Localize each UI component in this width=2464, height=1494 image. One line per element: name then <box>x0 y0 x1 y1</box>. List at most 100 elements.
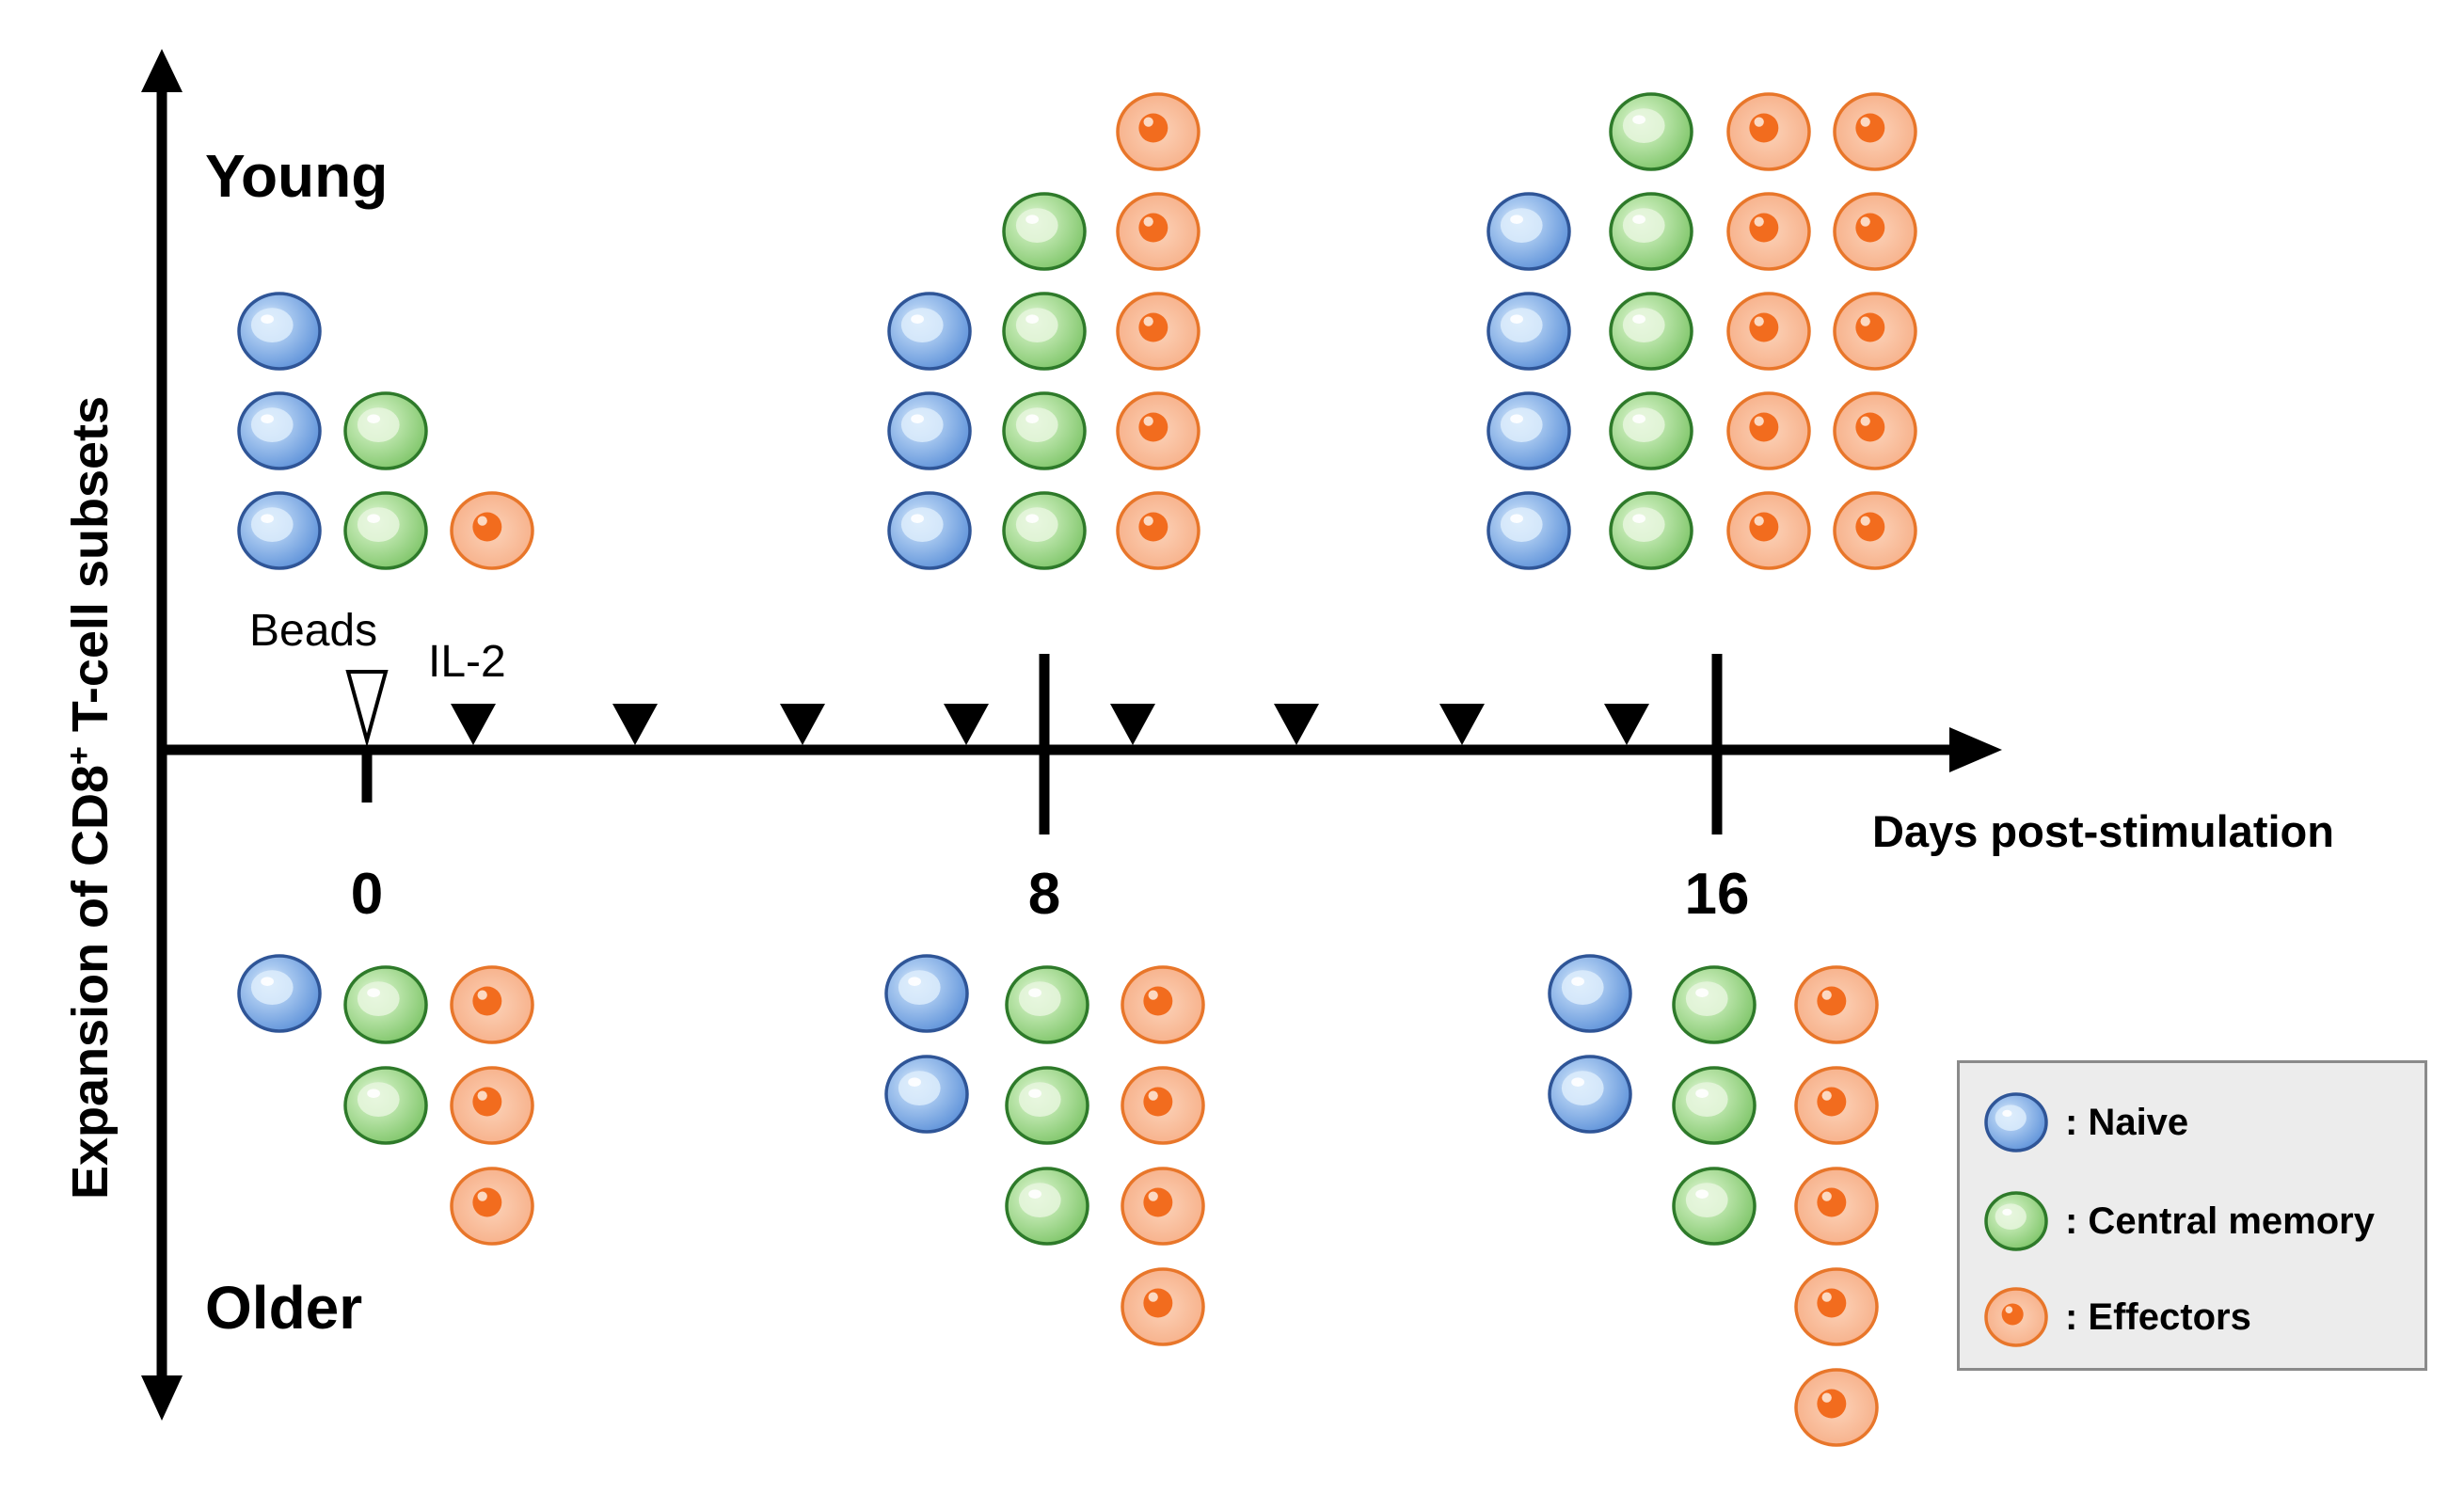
central-cell <box>343 391 428 470</box>
central-cell <box>1672 1167 1757 1246</box>
naive-cell <box>1486 192 1571 271</box>
central-cell <box>1005 1167 1089 1246</box>
central-cell <box>1002 292 1087 371</box>
effector-cell <box>1116 92 1200 171</box>
central-memory-cell-icon <box>1984 1191 2048 1251</box>
central-cell <box>1005 965 1089 1044</box>
x-axis-arrow <box>1949 727 2002 772</box>
central-cell <box>1609 491 1693 570</box>
il2-marker <box>1274 704 1319 745</box>
older-day-16-cells <box>1548 954 1879 1447</box>
effector-cell <box>1833 192 1917 271</box>
central-cell <box>1002 391 1087 470</box>
central-cell <box>1002 192 1087 271</box>
young-day-16-cells <box>1486 92 1917 570</box>
cell-groups <box>237 92 1917 1447</box>
naive-cell <box>1486 491 1571 570</box>
naive-cell <box>1548 954 1632 1033</box>
effector-cell <box>1726 391 1811 470</box>
young-day-8-cells <box>887 92 1200 570</box>
legend-item-central: : Central memory <box>1980 1184 2375 1259</box>
effector-cell <box>1794 965 1879 1044</box>
effector-cell <box>450 1167 534 1246</box>
legend-label-naive: : Naive <box>2065 1101 2189 1143</box>
older-day-8-cells <box>884 954 1205 1346</box>
il2-marker <box>451 704 496 745</box>
naive-cell <box>1486 391 1571 470</box>
effector-cell <box>1984 1287 2048 1347</box>
y-axis-label: Expansion of CD8+ T-cell subsets <box>61 395 119 1200</box>
effector-cell <box>1794 1167 1879 1246</box>
effector-cell <box>450 1066 534 1145</box>
naive-cell <box>237 391 322 470</box>
il2-marker <box>1604 704 1649 745</box>
effector-cell <box>1116 391 1200 470</box>
day-0-label: 0 <box>350 862 384 927</box>
effector-cell <box>450 491 534 570</box>
central-cell <box>1609 391 1693 470</box>
young-label: Young <box>205 142 389 210</box>
effector-cell <box>1116 192 1200 271</box>
effector-cell <box>1116 292 1200 371</box>
effector-cell <box>1726 292 1811 371</box>
central-cell <box>1002 491 1087 570</box>
central-cell <box>1609 192 1693 271</box>
naive-cell-icon <box>1984 1092 2048 1152</box>
il2-marker <box>1110 704 1155 745</box>
naive-cell <box>1984 1092 2048 1152</box>
central-cell <box>1609 292 1693 371</box>
central-cell <box>1672 1066 1757 1145</box>
central-cell <box>1984 1191 2048 1251</box>
central-cell <box>1005 1066 1089 1145</box>
effector-cell <box>1833 491 1917 570</box>
x-axis-label: Days post-stimulation <box>1872 806 2334 856</box>
naive-cell <box>887 292 972 371</box>
y-axis-arrow-down <box>141 1375 183 1421</box>
il2-marker <box>780 704 825 745</box>
legend-box: : Naive : Central memory : Effectors <box>1957 1060 2427 1371</box>
effector-cell <box>1794 1066 1879 1145</box>
young-day-0-cells <box>237 292 534 570</box>
naive-cell <box>887 391 972 470</box>
effector-cell <box>1121 1267 1205 1346</box>
legend-item-effector: : Effectors <box>1980 1279 2251 1355</box>
day-8-label: 8 <box>1027 862 1061 927</box>
central-cell <box>343 965 428 1044</box>
il2-label: IL-2 <box>428 637 506 687</box>
legend-item-naive: : Naive <box>1980 1085 2188 1160</box>
effector-cell <box>1116 491 1200 570</box>
effector-cell <box>1121 1167 1205 1246</box>
older-day-0-cells <box>237 954 534 1246</box>
naive-cell <box>237 491 322 570</box>
effector-cell <box>1121 965 1205 1044</box>
naive-cell <box>884 954 969 1033</box>
il2-marker <box>612 704 658 745</box>
older-label: Older <box>205 1274 363 1342</box>
naive-cell <box>237 292 322 371</box>
naive-cell <box>1486 292 1571 371</box>
effector-cell <box>1833 292 1917 371</box>
day-16-label: 16 <box>1684 862 1750 927</box>
naive-cell <box>237 954 322 1033</box>
central-cell <box>343 491 428 570</box>
central-cell <box>1609 92 1693 171</box>
beads-marker <box>345 670 389 748</box>
central-cell <box>1672 965 1757 1044</box>
central-cell <box>343 1066 428 1145</box>
naive-cell <box>1548 1055 1632 1134</box>
il2-marker <box>944 704 989 745</box>
naive-cell <box>884 1055 969 1134</box>
effector-cell <box>1121 1066 1205 1145</box>
effector-cell <box>1726 192 1811 271</box>
naive-cell <box>887 491 972 570</box>
effector-cell-icon <box>1984 1287 2048 1347</box>
il2-marker <box>1439 704 1485 745</box>
effector-cell <box>450 965 534 1044</box>
legend-label-central: : Central memory <box>2065 1200 2375 1242</box>
beads-label: Beads <box>249 606 378 656</box>
effector-cell <box>1726 491 1811 570</box>
y-axis-arrow-up <box>141 49 183 92</box>
legend-label-effector: : Effectors <box>2065 1295 2251 1338</box>
